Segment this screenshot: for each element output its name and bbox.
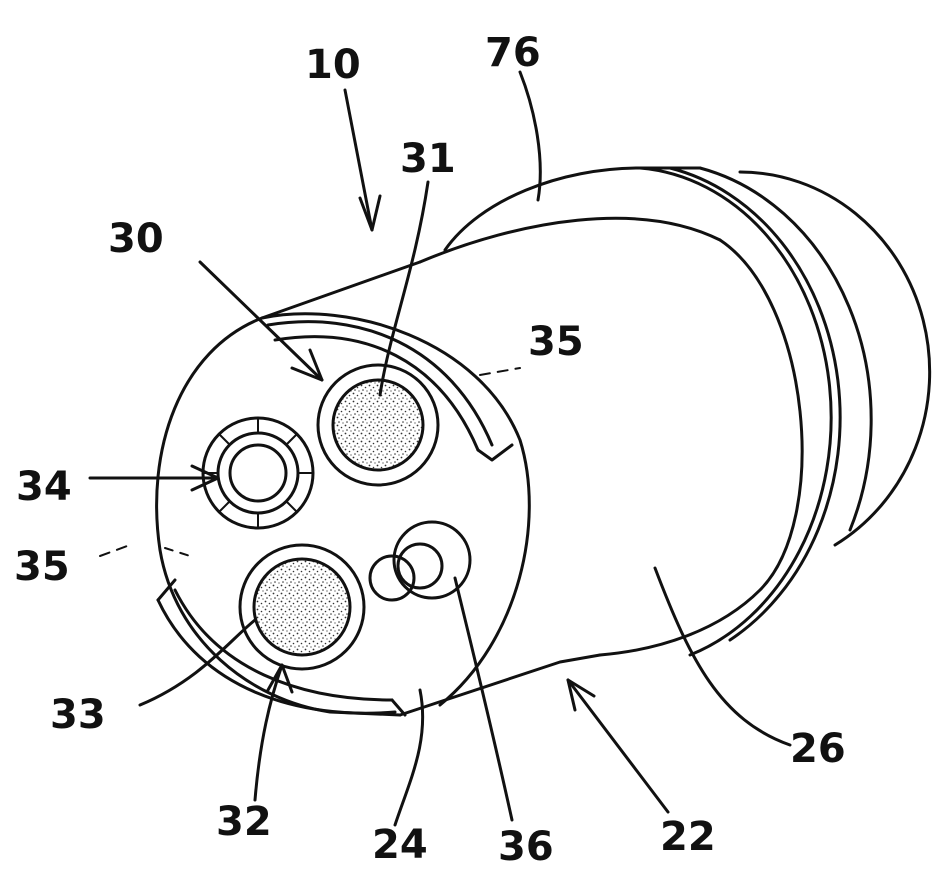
label-34: 34 xyxy=(16,464,72,510)
label-32: 32 xyxy=(216,799,272,845)
lower-fiber-bundle xyxy=(238,543,366,671)
label-36: 36 xyxy=(498,824,554,870)
label-10: 10 xyxy=(305,42,361,88)
label-22: 22 xyxy=(660,814,716,860)
cylindrical-shell xyxy=(260,216,804,717)
leader-lines xyxy=(88,70,792,827)
body-rear-rings xyxy=(443,166,932,657)
working-channel xyxy=(201,416,315,530)
distal-end-face xyxy=(155,312,531,717)
label-31: 31 xyxy=(400,136,456,182)
label-35-upper: 35 xyxy=(528,319,584,365)
label-33: 33 xyxy=(50,692,106,738)
label-35-lower: 35 xyxy=(14,544,70,590)
upper-fiber-bundle xyxy=(316,363,440,487)
nozzle xyxy=(368,520,472,602)
reference-labels: 10 76 31 30 35 34 35 33 32 24 36 22 26 xyxy=(14,30,846,870)
label-24: 24 xyxy=(372,822,428,868)
label-26: 26 xyxy=(790,726,846,772)
label-30: 30 xyxy=(108,216,164,262)
label-76: 76 xyxy=(485,30,541,76)
